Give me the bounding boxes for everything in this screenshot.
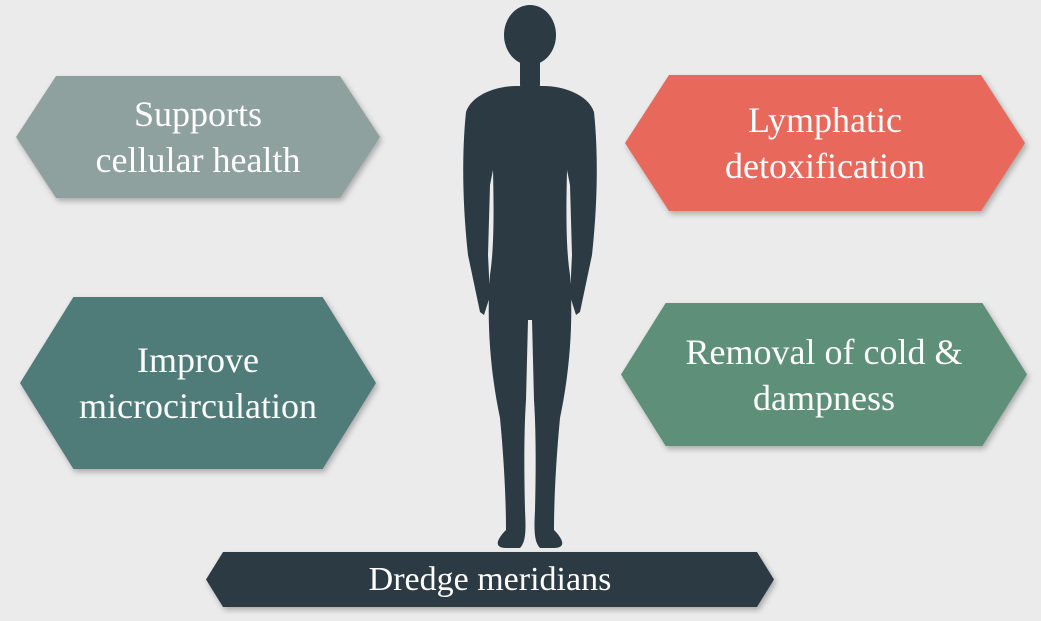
benefit-line: Improve bbox=[137, 340, 259, 380]
benefit-line: detoxification bbox=[725, 146, 925, 186]
benefit-line: Supports bbox=[133, 94, 263, 134]
human-silhouette-icon bbox=[463, 5, 597, 548]
benefit-line: Lymphatic bbox=[748, 100, 902, 140]
dredge-meridians-label: Dredge meridians bbox=[368, 560, 612, 598]
benefit-lymphatic-detox-label: Lymphatic detoxification bbox=[625, 75, 1025, 211]
benefit-cold-dampness-label: Removal of cold & dampness bbox=[621, 303, 1027, 446]
benefit-line: cellular health bbox=[95, 140, 301, 180]
benefit-cellular-health: Supports cellular health bbox=[16, 76, 380, 198]
benefit-microcirculation-label: Improve microcirculation bbox=[20, 297, 376, 469]
benefit-lymphatic-detox: Lymphatic detoxification bbox=[625, 75, 1025, 211]
benefit-cellular-health-label: Supports cellular health bbox=[16, 76, 380, 198]
dredge-meridians-banner: Dredge meridians bbox=[206, 552, 774, 607]
benefit-microcirculation: Improve microcirculation bbox=[20, 297, 376, 469]
benefit-line: microcirculation bbox=[79, 386, 317, 426]
benefit-line: Removal of cold & bbox=[685, 331, 963, 372]
benefit-line: dampness bbox=[753, 377, 895, 418]
benefit-cold-dampness: Removal of cold & dampness bbox=[621, 303, 1027, 446]
